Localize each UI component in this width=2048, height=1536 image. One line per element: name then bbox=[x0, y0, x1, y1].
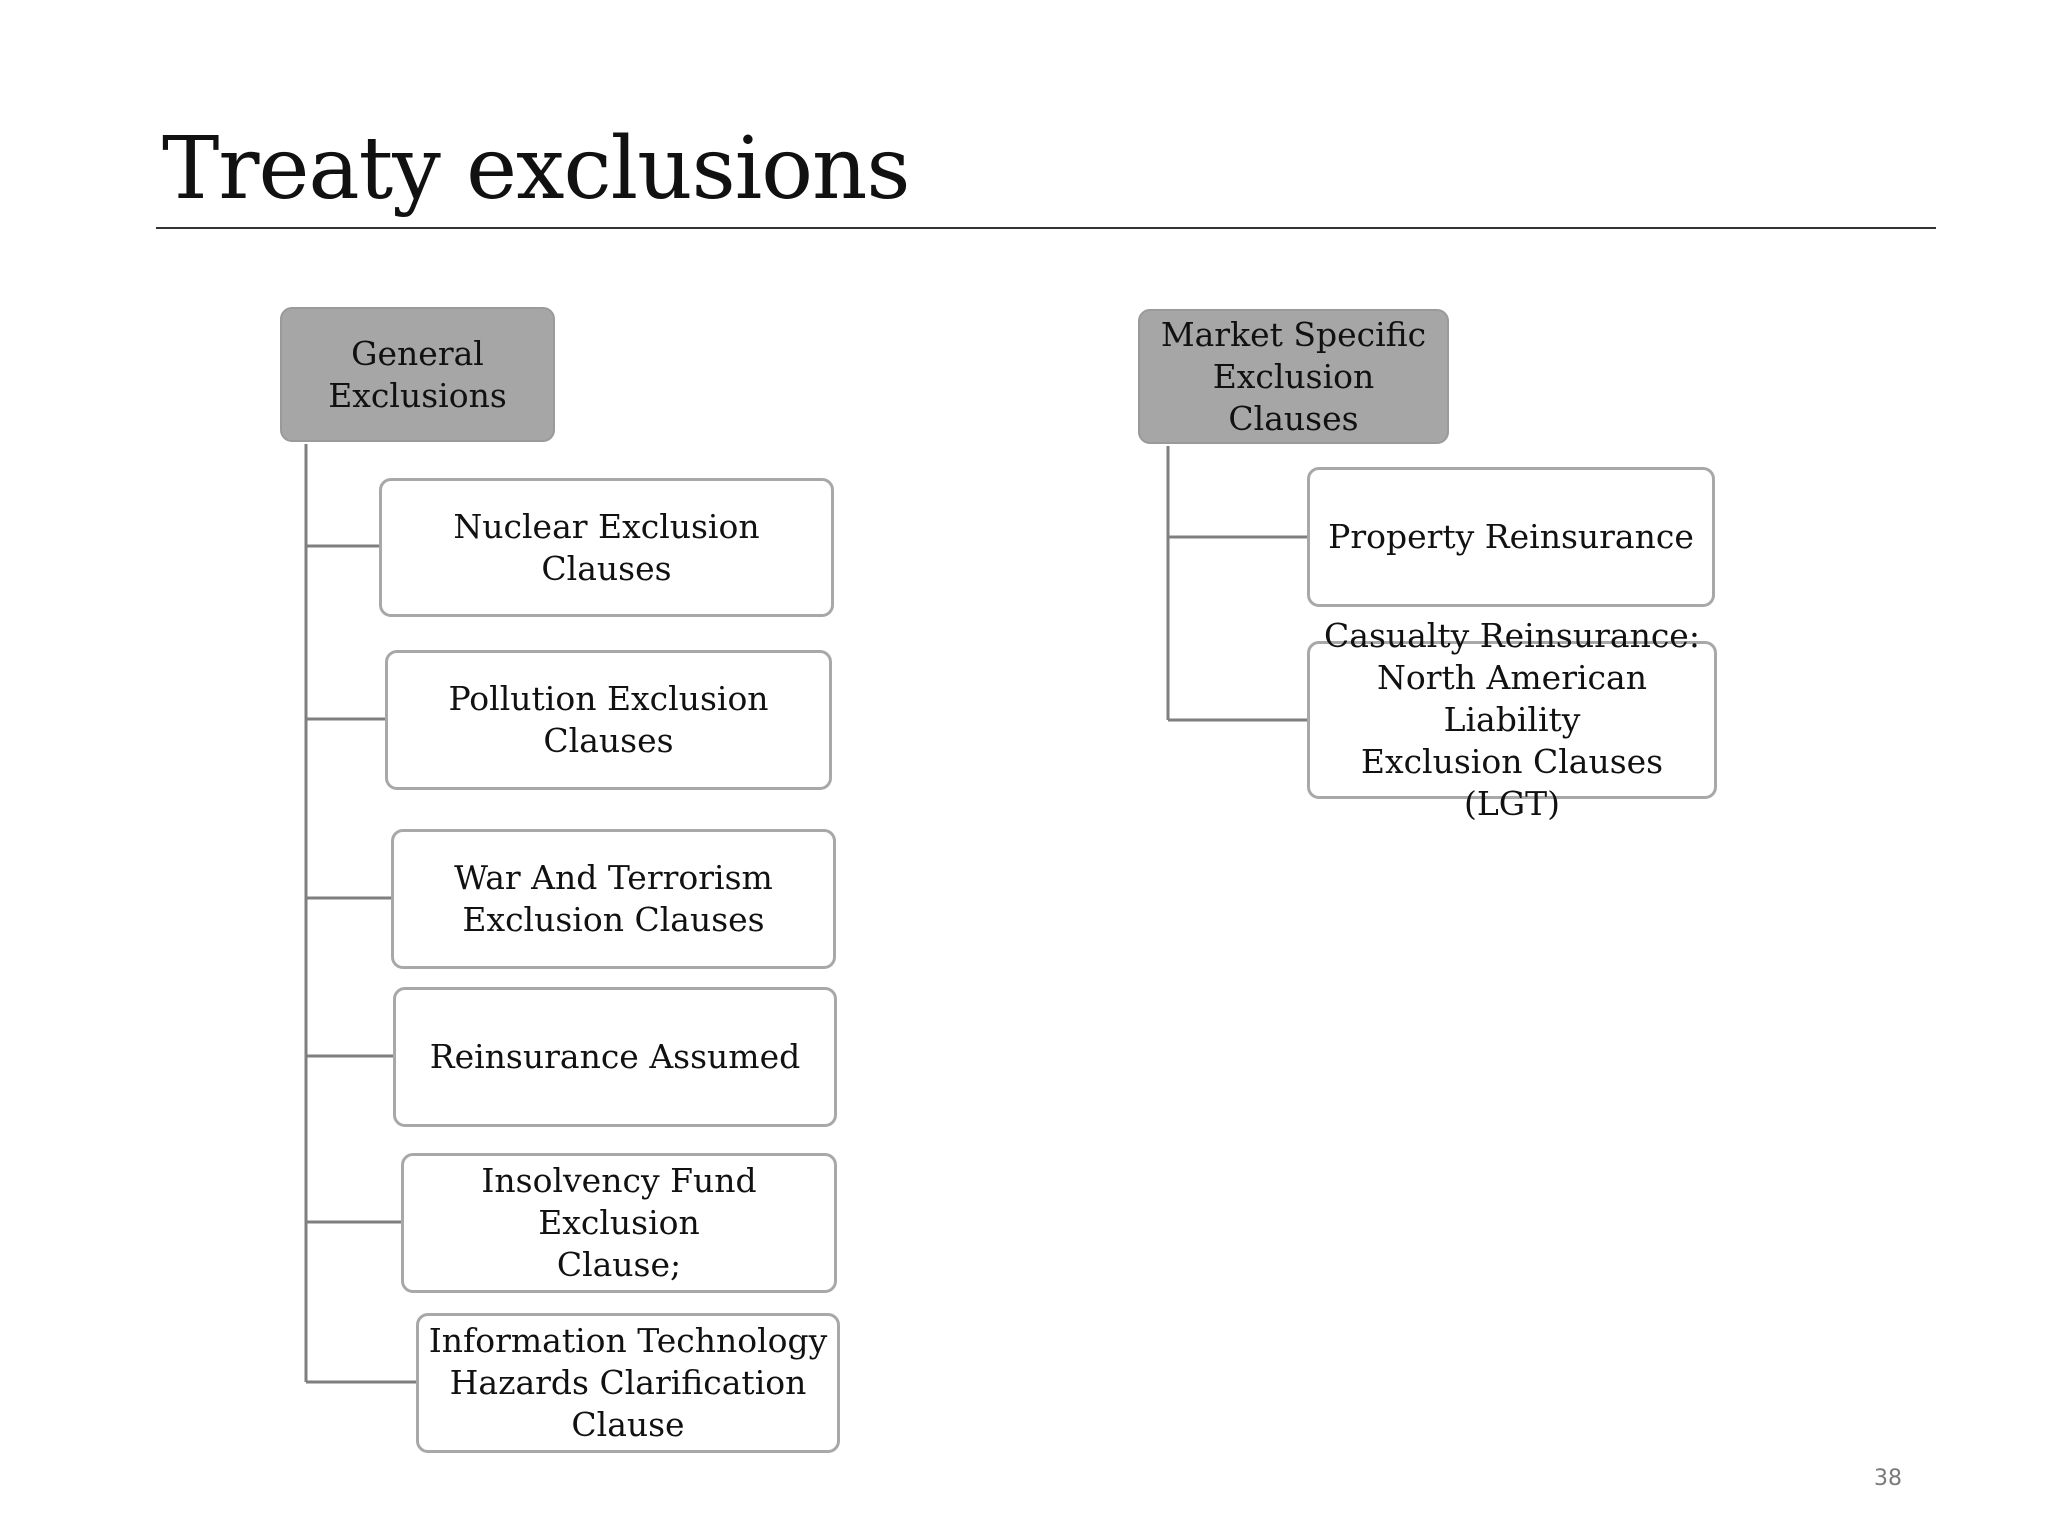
market-specific-exclusion-node: Market Specific Exclusion Clauses bbox=[1138, 309, 1449, 444]
property-reinsurance-node: Property Reinsurance bbox=[1307, 467, 1715, 607]
insolvency-fund-exclusion-node: Insolvency Fund Exclusion Clause; bbox=[401, 1153, 837, 1293]
title-divider bbox=[156, 227, 1936, 229]
page-number: 38 bbox=[1874, 1466, 1902, 1491]
general-exclusions-node: General Exclusions bbox=[280, 307, 555, 442]
casualty-reinsurance-node: Casualty Reinsurance: North American Lia… bbox=[1307, 616, 1717, 823]
reinsurance-assumed-node: Reinsurance Assumed bbox=[393, 987, 837, 1127]
pollution-exclusion-node: Pollution Exclusion Clauses bbox=[385, 650, 832, 790]
slide-title: Treaty exclusions bbox=[162, 119, 911, 219]
war-terrorism-exclusion-node: War And Terrorism Exclusion Clauses bbox=[391, 829, 836, 969]
information-technology-hazards-node: Information Technology Hazards Clarifica… bbox=[416, 1313, 840, 1453]
nuclear-exclusion-node: Nuclear Exclusion Clauses bbox=[379, 478, 834, 617]
